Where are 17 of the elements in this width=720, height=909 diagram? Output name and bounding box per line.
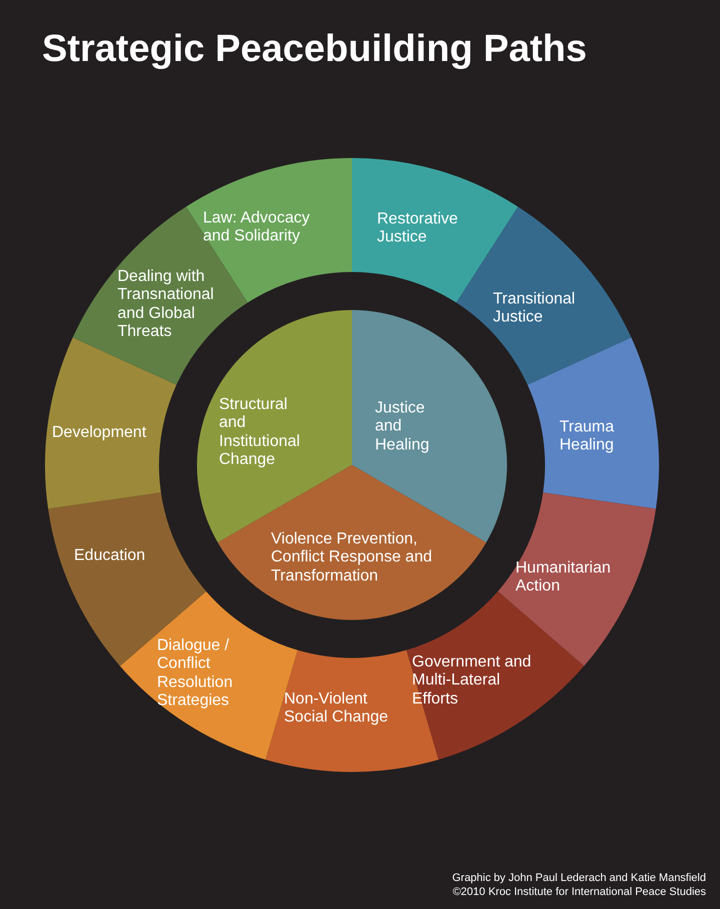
- segment-label: Dealing with Transnational and Global Threats: [118, 268, 215, 342]
- segment-label: Development: [52, 424, 148, 442]
- segment-label: Government and Multi-Lateral Efforts: [412, 653, 532, 709]
- segment-label: Humanitarian Action: [516, 560, 612, 596]
- segment-label: Law: Advocacy and Solidarity: [203, 210, 311, 246]
- title: Strategic Peacebuilding Paths: [42, 28, 587, 71]
- segment-label: Education: [74, 546, 146, 566]
- segment-label: Transitional Justice: [493, 290, 576, 328]
- credit-note: ©2010 Kroc Institute for International Peace Studies: [452, 886, 706, 898]
- segment-label: Restorative Justice: [377, 210, 459, 248]
- sector-label: Violence Prevention, Conflict Response and Transformation: [271, 530, 433, 586]
- credit-note: Graphic by John Paul Lederach and Katie Mansfield: [452, 872, 706, 884]
- sector-label: Justice and Healing: [375, 399, 430, 455]
- segment-label: Non-Violent Social Change: [284, 690, 390, 728]
- segment-label: Dialogue / Conflict Resolution Strategies: [157, 637, 234, 711]
- segment-label: Trauma Healing: [560, 418, 616, 456]
- sector-label: Structural and Institutional Change: [219, 396, 301, 470]
